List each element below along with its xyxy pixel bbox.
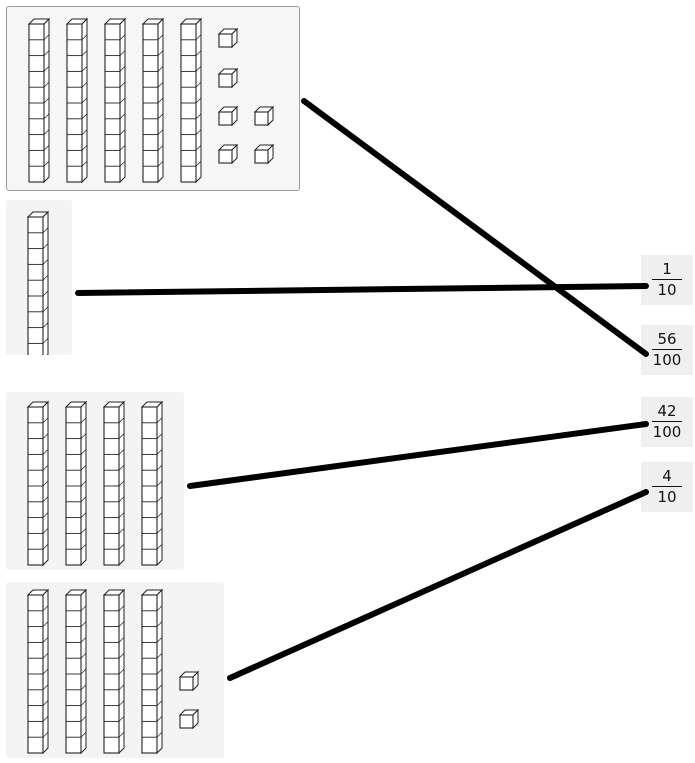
blocks-tile-1-svg — [27, 17, 275, 184]
match-line[interactable] — [227, 489, 649, 681]
fraction-bar — [652, 420, 682, 423]
blocks-tile-4[interactable] — [6, 582, 224, 758]
fraction-denominator: 100 — [652, 351, 682, 370]
match-line[interactable] — [75, 283, 649, 296]
ten-rod-icon — [27, 17, 51, 184]
unit-cube-icon — [178, 670, 200, 692]
blocks-tile-4-svg — [26, 588, 200, 755]
fraction-bar — [652, 348, 682, 351]
ten-rod-icon — [26, 588, 50, 755]
blocks-tile-3-svg — [26, 400, 164, 567]
ten-rod-icon — [64, 400, 88, 567]
fraction-card-42-100[interactable]: 42 100 — [641, 397, 693, 447]
ten-rod-icon — [65, 17, 89, 184]
ten-rod-icon — [103, 17, 127, 184]
unit-cube-icon — [217, 143, 239, 165]
ten-rod-icon — [64, 588, 88, 755]
fraction-denominator: 100 — [652, 423, 682, 442]
blocks-tile-2[interactable] — [6, 200, 72, 377]
fraction-card-1-10[interactable]: 1 10 — [641, 255, 693, 305]
blocks-tile-3[interactable] — [6, 392, 184, 570]
ten-rod-icon — [140, 588, 164, 755]
unit-cube-icon — [253, 143, 275, 165]
ten-rod-icon — [102, 588, 126, 755]
ten-rod-icon — [140, 400, 164, 567]
ten-rod-icon — [26, 210, 50, 377]
unit-cube-icon — [253, 105, 275, 127]
fraction-numerator: 42 — [657, 401, 677, 420]
unit-cube-icon — [217, 27, 239, 49]
fraction-bar — [652, 278, 682, 281]
ten-rod-icon — [102, 400, 126, 567]
unit-cube-icon — [217, 105, 239, 127]
fraction-numerator: 1 — [662, 259, 672, 278]
fraction-numerator: 4 — [662, 466, 672, 485]
fraction-card-4-10[interactable]: 4 10 — [641, 462, 693, 512]
ten-rod-icon — [179, 17, 203, 184]
match-line[interactable] — [187, 421, 649, 489]
fraction-bar — [652, 485, 682, 488]
fraction-numerator: 56 — [657, 329, 677, 348]
unit-cube-icon — [217, 67, 239, 89]
fraction-denominator: 10 — [657, 281, 677, 300]
unit-cube-icon — [178, 708, 200, 730]
fraction-card-56-100[interactable]: 56 100 — [641, 325, 693, 375]
match-line[interactable] — [301, 98, 649, 357]
ten-rod-icon — [26, 400, 50, 567]
ten-rod-icon — [141, 17, 165, 184]
blocks-tile-2-svg — [26, 210, 50, 377]
fraction-denominator: 10 — [657, 488, 677, 507]
blocks-tile-1[interactable] — [6, 6, 300, 191]
